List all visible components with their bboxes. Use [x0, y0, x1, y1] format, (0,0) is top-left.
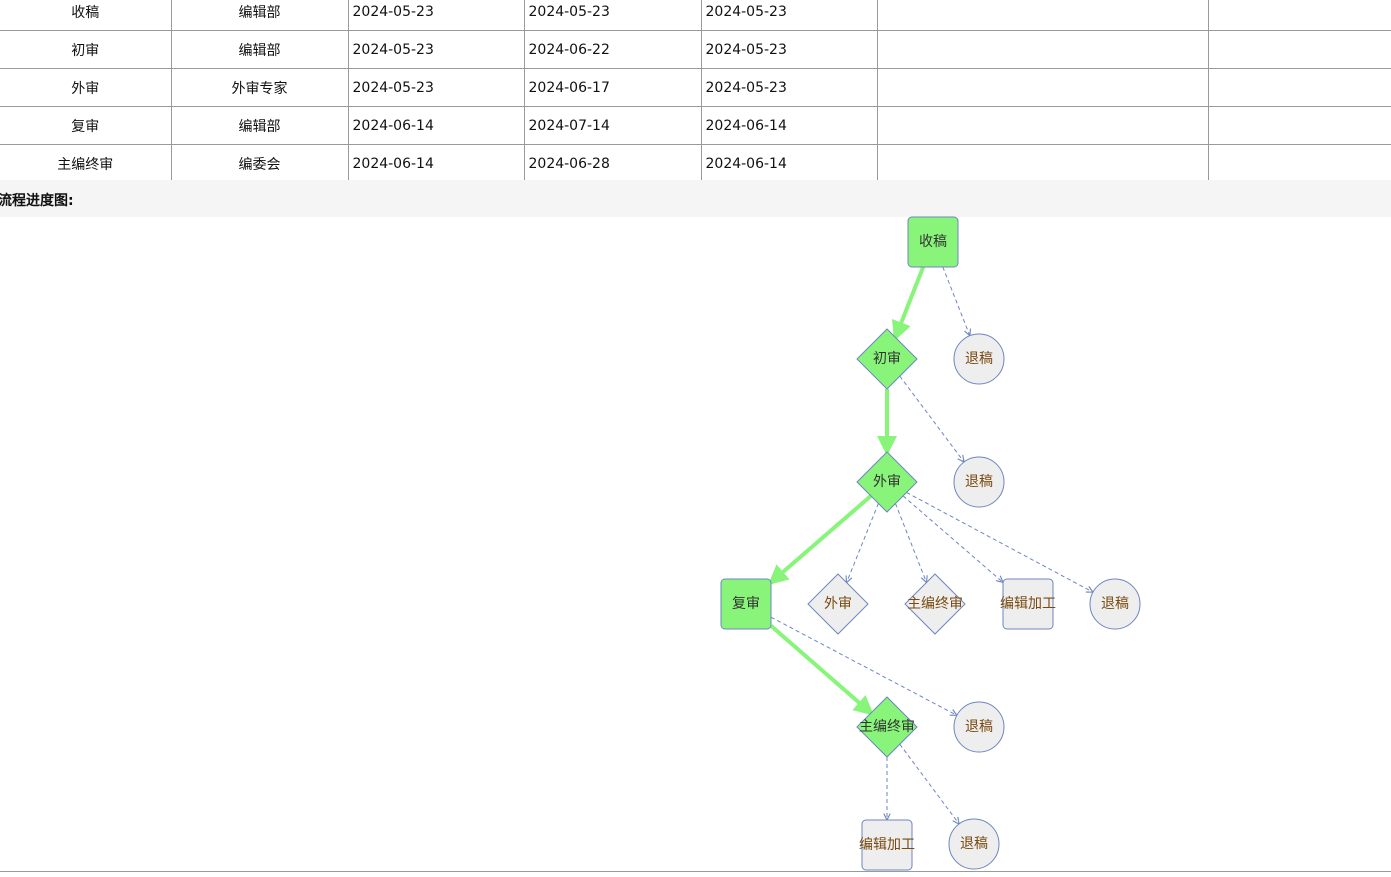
flow-node-diamond: 外审 — [807, 573, 869, 635]
empty-cell — [877, 0, 1209, 31]
table-row: 外审 外审专家 2024-05-23 2024-06-17 2024-05-23 — [0, 68, 1391, 107]
date-cell: 2024-06-14 — [348, 106, 525, 145]
table-row: 主编终审 编委会 2024-06-14 2024-06-28 2024-06-1… — [0, 144, 1391, 183]
empty-cell — [877, 68, 1209, 107]
flow-node-shape — [1002, 578, 1054, 630]
flow-node-rect: 编辑加工 — [859, 819, 915, 871]
flow-node-label: 编辑加工 — [1000, 596, 1056, 612]
optional-flow-edge — [899, 375, 964, 462]
date-cell: 2024-05-23 — [701, 0, 878, 31]
flow-node-circle: 退稿 — [953, 456, 1005, 508]
department-cell: 编辑部 — [171, 106, 349, 145]
workflow-steps-table: 收稿 编辑部 2024-05-23 2024-05-23 2024-05-23 … — [0, 0, 1391, 183]
empty-cell — [1208, 30, 1391, 69]
empty-cell — [1208, 106, 1391, 145]
flow-node-shape — [856, 696, 918, 758]
date-cell: 2024-05-23 — [348, 68, 525, 107]
active-flow-edge — [767, 494, 873, 585]
flow-node-label: 退稿 — [965, 474, 993, 490]
step-name-cell: 外审 — [0, 68, 172, 107]
optional-flow-edge — [906, 492, 1093, 592]
flow-node-circle: 退稿 — [953, 333, 1005, 385]
flow-node-shape — [861, 819, 913, 871]
optional-flow-edge — [942, 266, 970, 336]
flow-node-shape — [953, 456, 1005, 508]
flow-section-header: 流程进度图: — [0, 180, 1391, 217]
department-cell: 编辑部 — [171, 30, 349, 69]
flow-node-circle: 退稿 — [953, 701, 1005, 753]
bottom-divider — [0, 871, 1391, 872]
flow-node-shape — [856, 451, 918, 513]
date-cell: 2024-07-14 — [524, 106, 702, 145]
optional-flow-edge — [902, 495, 1003, 582]
flow-node-shape — [856, 328, 918, 390]
optional-flow-edge — [770, 616, 957, 715]
flow-node-shape — [907, 216, 959, 268]
flow-node-shape — [1089, 578, 1141, 630]
empty-cell — [1208, 0, 1391, 31]
flow-node-label: 退稿 — [965, 719, 993, 735]
flow-node-rect: 复审 — [720, 578, 772, 630]
date-cell: 2024-06-17 — [524, 68, 702, 107]
flow-node-shape — [720, 578, 772, 630]
flow-node-circle: 退稿 — [948, 818, 1000, 870]
flow-node-label: 初审 — [873, 350, 901, 367]
flow-node-shape — [953, 333, 1005, 385]
flow-node-rect: 收稿 — [907, 216, 959, 268]
empty-cell — [877, 30, 1209, 69]
date-cell: 2024-06-14 — [701, 106, 878, 145]
department-cell: 编辑部 — [171, 0, 349, 31]
flow-node-rect: 编辑加工 — [1000, 578, 1056, 630]
active-flow-edge — [892, 266, 926, 342]
table-row: 初审 编辑部 2024-05-23 2024-06-22 2024-05-23 — [0, 30, 1391, 69]
flow-node-circle: 退稿 — [1089, 578, 1141, 630]
flow-node-label: 主编终审 — [859, 719, 915, 735]
flow-node-label: 退稿 — [965, 351, 993, 367]
empty-cell — [1208, 68, 1391, 107]
flow-node-label: 退稿 — [1101, 596, 1129, 612]
table-row: 收稿 编辑部 2024-05-23 2024-05-23 2024-05-23 — [0, 0, 1391, 31]
step-name-cell: 主编终审 — [0, 144, 172, 183]
optional-flow-edge — [895, 503, 926, 583]
flow-node-label: 复审 — [732, 595, 760, 612]
flow-node-diamond: 主编终审 — [904, 573, 966, 635]
flow-node-label: 主编终审 — [907, 596, 963, 612]
active-flow-edge — [769, 624, 874, 716]
flow-node-label: 外审 — [873, 474, 901, 490]
empty-cell — [877, 106, 1209, 145]
date-cell: 2024-06-28 — [524, 144, 702, 183]
department-cell: 外审专家 — [171, 68, 349, 107]
flow-node-diamond: 主编终审 — [856, 696, 918, 758]
flow-node-label: 退稿 — [960, 836, 988, 852]
flow-section-title: 流程进度图: — [0, 193, 74, 209]
step-name-cell: 初审 — [0, 30, 172, 69]
date-cell: 2024-05-23 — [701, 30, 878, 69]
flow-node-label: 收稿 — [919, 234, 947, 250]
date-cell: 2024-06-22 — [524, 30, 702, 69]
flow-node-shape — [807, 573, 869, 635]
optional-flow-edge — [847, 503, 879, 582]
date-cell: 2024-05-23 — [701, 68, 878, 107]
flow-node-diamond: 外审 — [856, 451, 918, 513]
date-cell: 2024-06-14 — [701, 144, 878, 183]
date-cell: 2024-05-23 — [524, 0, 702, 31]
table-row: 复审 编辑部 2024-06-14 2024-07-14 2024-06-14 — [0, 106, 1391, 145]
flow-node-shape — [904, 573, 966, 635]
step-name-cell: 收稿 — [0, 0, 172, 31]
flow-node-label: 编辑加工 — [859, 837, 915, 853]
date-cell: 2024-05-23 — [348, 0, 525, 31]
flow-node-shape — [948, 818, 1000, 870]
flow-node-shape — [953, 701, 1005, 753]
date-cell: 2024-05-23 — [348, 30, 525, 69]
empty-cell — [877, 144, 1209, 183]
step-name-cell: 复审 — [0, 106, 172, 145]
flow-node-diamond: 初审 — [856, 328, 918, 390]
optional-flow-edge — [899, 743, 959, 824]
flow-node-label: 外审 — [824, 596, 852, 612]
